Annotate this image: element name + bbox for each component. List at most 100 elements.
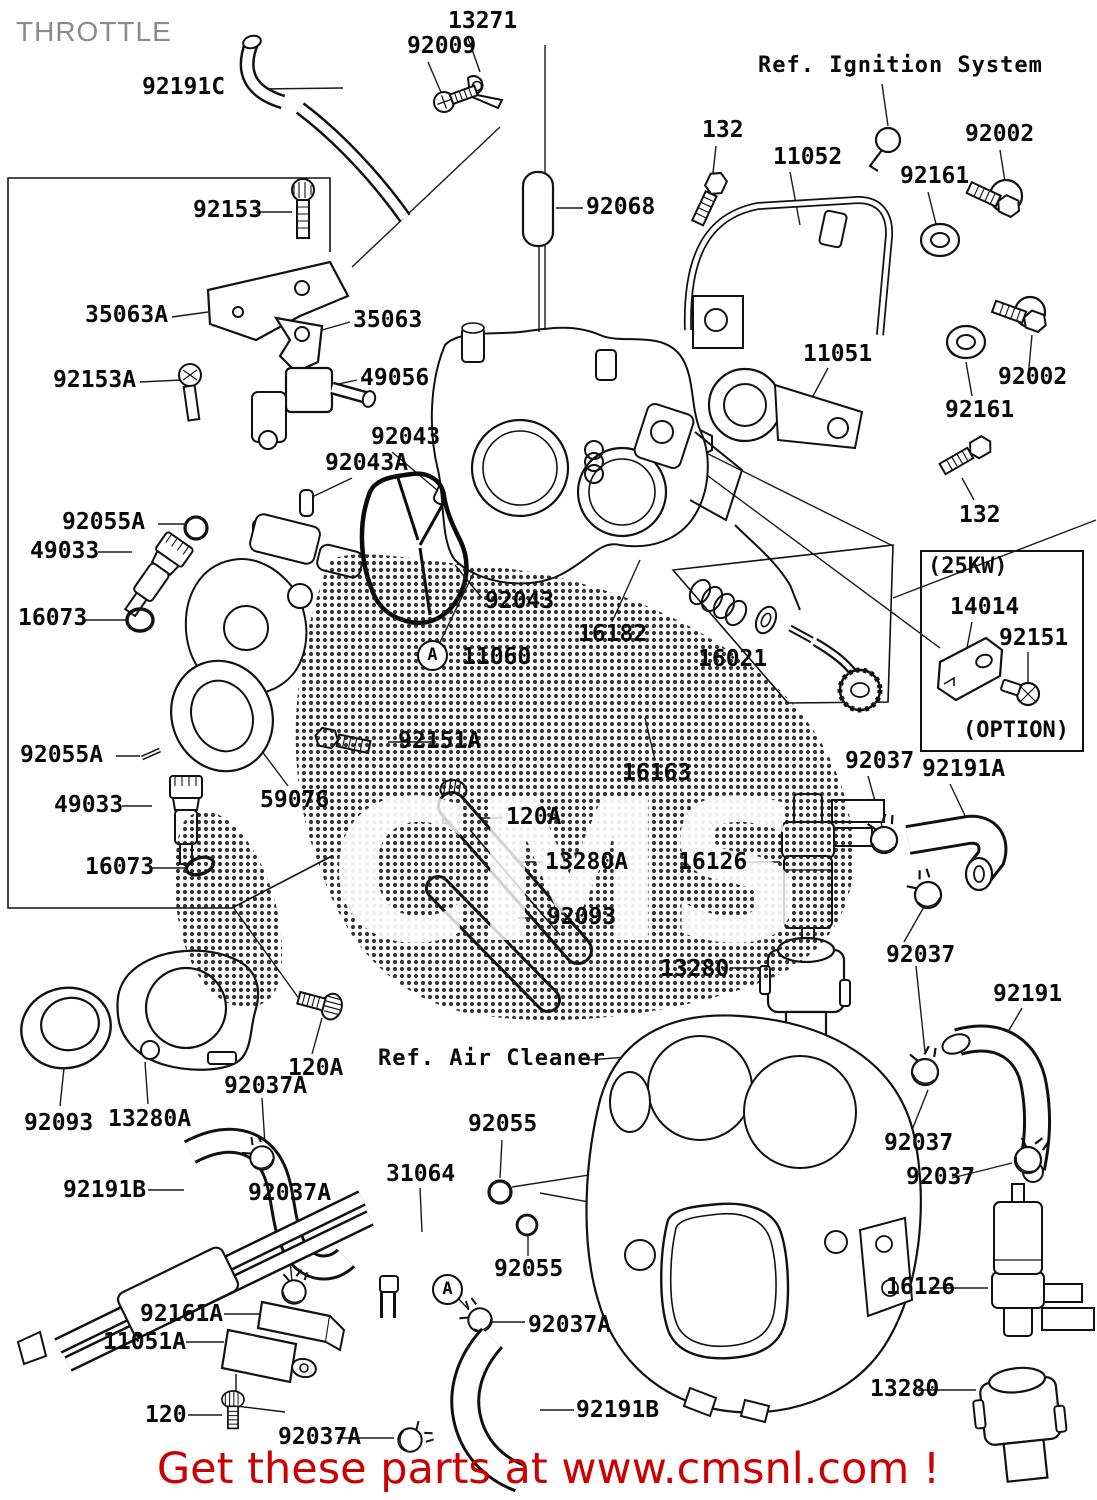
part-number-label-92037: 92037 [845,748,915,774]
bracket-plate-top [692,295,744,349]
part-number-label-92055a: 92055A [62,509,146,535]
pipe-11052 [683,126,902,336]
part-number-label-49033: 49033 [54,792,124,818]
group-box-option-25kw [920,550,1084,752]
part-number-label-92191a: 92191A [922,756,1006,782]
part-number-label-92161: 92161 [945,397,1015,423]
carburetor-assembly [430,322,801,611]
part-number-label-35063a: 35063A [85,302,169,328]
elbow-fitting [379,1275,399,1318]
part-number-label-14014: 14014 [950,594,1020,620]
part-number-label-92055: 92055 [494,1256,564,1282]
part-number-label-16073: 16073 [85,854,155,880]
screw-92153 [291,178,315,239]
part-number-label-11051a: 11051A [103,1329,187,1355]
clamp-92037-mid [902,865,945,913]
part-number-label-92191b: 92191B [576,1397,660,1423]
part-number-label-16126: 16126 [678,849,748,875]
part-number-label-92161a: 92161A [140,1301,224,1327]
part-number-label-13280a: 13280A [545,849,629,875]
part-number-label-92153: 92153 [193,197,263,223]
gasket-ring-92093-bottom [20,986,112,1070]
bracket-35063 [273,316,324,374]
part-number-label-16126: 16126 [886,1274,956,1300]
bracket-11051 [687,367,864,458]
part-number-label-16163: 16163 [622,760,692,786]
part-number-label-49056: 49056 [360,365,430,391]
screw-120 [221,1390,245,1430]
part-number-label-option: (OPTION) [963,718,1069,743]
fuel-pump-16126-bottom [991,1183,1095,1337]
part-number-label-132: 132 [702,117,744,143]
page-title: THROTTLE [16,16,172,47]
circled-a-marker: A [432,1274,463,1305]
hose-92191c [239,34,411,223]
watermark-text: CMS [329,759,807,986]
ref-callout-refignitionsystem: Ref. Ignition System [758,53,1043,78]
coil-11051a [220,1328,317,1413]
oring-92055-2 [515,1213,539,1237]
part-number-label-16021: 16021 [698,646,768,672]
part-number-label-92153a: 92153A [53,367,137,393]
part-number-label-92037a: 92037A [248,1180,332,1206]
clamp-92037-hose-top [902,1040,946,1090]
part-number-label-92055: 92055 [468,1111,538,1137]
part-number-label-13280: 13280 [660,956,730,982]
bracket-35063a [206,260,350,342]
grommets-92161 [919,222,987,360]
part-number-label-92002: 92002 [965,121,1035,147]
part-number-label-92161: 92161 [900,163,970,189]
valve-49056 [251,366,377,450]
part-number-label-92037: 92037 [906,1164,976,1190]
oring-92055-1 [487,1179,513,1205]
part-number-label-92191c: 92191C [142,74,226,100]
oring-16073-top [125,607,155,633]
part-number-label-49033: 49033 [30,538,100,564]
part-number-label-13280: 13280 [870,1376,940,1402]
part-number-label-11051: 11051 [803,341,873,367]
part-number-label-13280a: 13280A [108,1106,192,1132]
hose-92191b-bottom [450,1327,526,1493]
cms-watermark: CMS [174,554,854,1021]
oring-92055a-top [183,515,209,541]
screw-92153a [178,363,202,422]
part-number-label-25kw: (25KW) [928,554,1008,579]
part-number-label-35063: 35063 [353,307,423,333]
part-number-label-92043: 92043 [371,424,441,450]
part-number-label-11060: 11060 [462,644,532,670]
part-number-label-92093: 92093 [24,1110,94,1136]
part-number-label-92037: 92037 [884,1130,954,1156]
part-number-label-92151a: 92151A [398,728,482,754]
part-number-label-92151: 92151 [999,625,1069,651]
part-number-label-16182: 16182 [578,621,648,647]
part-number-label-120a: 120A [506,804,562,830]
part-number-label-92037a: 92037A [278,1424,362,1450]
part-number-label-31064: 31064 [386,1161,456,1187]
part-number-label-92055a: 92055A [20,742,104,768]
hose-92191b-left [183,1127,356,1281]
lever-13271 [430,75,504,116]
injector-49033-top [116,530,195,623]
idle-screw-16021 [688,578,883,713]
part-number-label-92093: 92093 [547,904,617,930]
part-number-label-13271: 13271 [448,8,518,34]
part-number-label-11052: 11052 [773,144,843,170]
cap-92068 [521,170,555,332]
part-number-label-92037a: 92037A [528,1312,612,1338]
part-number-label-120a: 120A [288,1055,344,1081]
circled-a-marker: A [417,640,448,671]
part-number-label-92009: 92009 [407,33,477,59]
part-number-label-132: 132 [959,502,1001,528]
part-number-label-16073: 16073 [18,605,88,631]
part-number-label-92037a: 92037A [224,1073,308,1099]
ref-callout-refaircleaner: Ref. Air Cleaner [378,1046,606,1071]
group-box-16021 [671,544,894,704]
hose-92191a [905,814,1008,892]
part-number-label-92043a: 92043A [325,450,409,476]
bolts-92002 [964,178,1050,335]
part-number-label-92002: 92002 [998,364,1068,390]
part-number-label-92191b: 92191B [63,1177,147,1203]
air-cleaner-cover [585,1014,922,1424]
